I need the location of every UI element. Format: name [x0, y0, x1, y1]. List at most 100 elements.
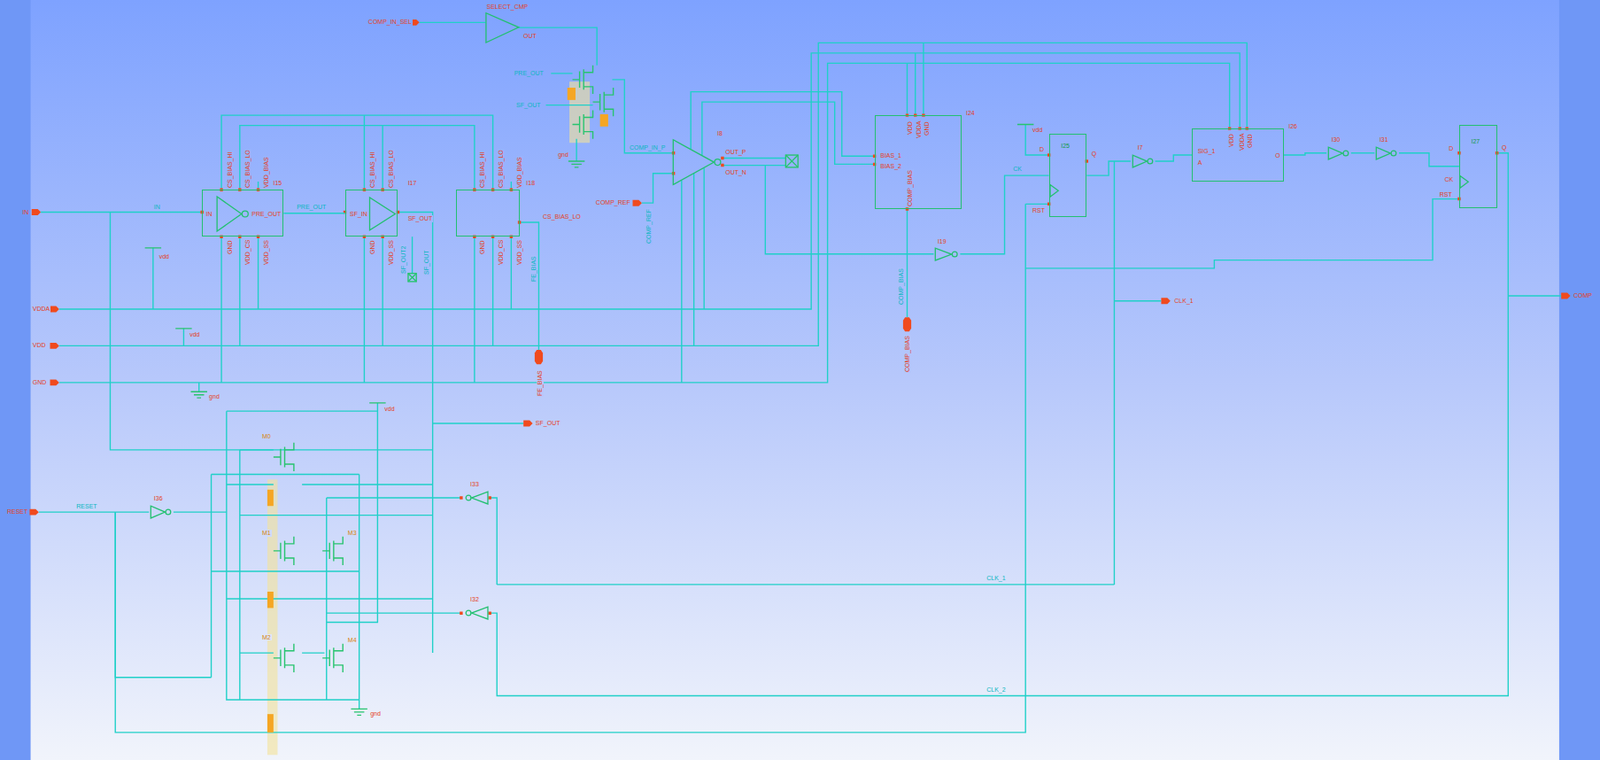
net-label: CLK_1	[985, 574, 1006, 582]
device-symbol	[145, 65, 1035, 716]
device-label: M2	[261, 633, 272, 642]
inversion-bubble	[1147, 158, 1153, 164]
port-symbol	[1561, 293, 1570, 300]
component-box: I15INPRE_OUTCS_BIAS_HICS_BIAS_LOVDD_BIAS…	[201, 189, 284, 237]
net-label: FE_BIAS	[530, 255, 538, 283]
pin-label: vdd	[383, 405, 395, 413]
inversion-bubble	[165, 509, 171, 515]
gate-outline	[486, 13, 519, 43]
net-label: SF_OUT	[515, 101, 542, 109]
pin-name: CS_BIAS_HI	[369, 150, 377, 188]
gate-symbol: I33	[461, 490, 490, 505]
gate-symbol: I19	[933, 247, 960, 262]
wire	[907, 42, 924, 116]
pin-label: COMP_IN_SEL	[367, 18, 413, 26]
wire-connector	[283, 212, 345, 214]
side-bar	[0, 0, 31, 760]
pin-label: gnd	[208, 393, 221, 401]
side-bar	[1559, 0, 1600, 760]
pin-name: GND	[1246, 132, 1254, 149]
instance-name: I8	[716, 130, 724, 138]
net-label: CK	[1012, 165, 1023, 173]
wire-connector	[1155, 154, 1192, 162]
pin-name: O	[1274, 152, 1281, 160]
pin-name: SF_IN	[348, 210, 369, 218]
pin-name: GND	[923, 120, 931, 137]
port-symbol	[49, 306, 59, 313]
wire	[38, 511, 227, 678]
inversion-bubble	[465, 610, 472, 616]
pin-name: A	[1197, 159, 1204, 167]
component-box: I24BIAS_1BIAS_2VDDVDDAGNDCOMP_BIAS	[874, 115, 962, 209]
port-symbol	[633, 200, 642, 207]
port-symbol	[903, 316, 912, 332]
component-box: I26SIG_1AVDDVDDAGNDO	[1191, 128, 1284, 182]
port-symbol	[200, 113, 1499, 614]
pin-label: IN	[21, 208, 30, 217]
net-label: COMP_REF	[645, 208, 653, 245]
pin-name: COMP_BIAS	[906, 169, 914, 208]
pin-label: VDD	[31, 341, 47, 349]
net-label: CLK_2	[985, 686, 1006, 694]
pin-name: RST	[1031, 207, 1046, 215]
device-symbol	[273, 442, 294, 472]
pin-name: VDD_BIAS	[262, 155, 271, 189]
pin-name: RST	[1438, 191, 1454, 199]
gate-symbol: I8OUT_POUT_N	[671, 134, 723, 188]
gate-outline	[935, 247, 952, 261]
wire-connector	[1351, 152, 1376, 154]
pin-name: CS_BIAS_HI	[226, 150, 234, 188]
inversion-bubble	[714, 159, 721, 166]
device-symbol	[408, 273, 417, 282]
pin-name: BIAS_2	[879, 162, 903, 171]
device-mark	[267, 713, 274, 733]
wire-connector	[1283, 153, 1327, 155]
wire	[115, 124, 1049, 733]
pin-name: OUT	[522, 32, 538, 40]
pin-name: Q	[1500, 144, 1508, 152]
device-mark	[267, 87, 609, 733]
gate-outline	[933, 247, 960, 262]
pin-name: CS_BIAS_LO	[387, 148, 395, 189]
port-symbol	[534, 349, 543, 364]
wire	[721, 158, 935, 255]
instance-name: I15	[272, 179, 284, 187]
wire	[221, 236, 258, 383]
component-box: I27DQCKRST	[1459, 124, 1498, 209]
gate-outline	[471, 491, 487, 504]
pin-label: COMP_BIAS	[904, 334, 912, 373]
gate-outline	[1326, 146, 1352, 161]
instance-name: I17	[407, 179, 418, 187]
instance-name: I30	[1330, 136, 1342, 144]
gate-outline	[1376, 146, 1392, 160]
wire	[906, 208, 908, 317]
port-symbol	[29, 509, 39, 516]
device-symbol	[785, 154, 798, 168]
gate-outline	[1130, 154, 1156, 169]
wire	[363, 236, 383, 383]
pin-name: CS_BIAS_LO	[497, 148, 505, 189]
wire	[681, 168, 704, 383]
wire	[1113, 161, 1161, 585]
wire-connector	[1086, 161, 1131, 176]
wire	[153, 247, 200, 392]
wire	[221, 115, 494, 190]
instance-name: I26	[1287, 123, 1299, 131]
wire	[1025, 199, 1460, 269]
pin-label: gnd	[556, 151, 570, 159]
device-label: M0	[261, 432, 272, 441]
component-box: I25DQRST	[1049, 133, 1088, 217]
pin-label: CLK_1	[1173, 297, 1194, 305]
gate-outline	[1374, 146, 1400, 161]
gate-symbol: I30	[1326, 146, 1352, 161]
device-label: M4	[347, 636, 358, 644]
pin-name: PRE_OUT	[250, 210, 282, 218]
gate-outline	[471, 606, 487, 619]
gate-outline	[148, 504, 174, 519]
wire	[474, 236, 511, 383]
net-label: SF_OUT2	[400, 245, 408, 276]
gate-symbol: I36	[148, 504, 174, 519]
gate-symbol: SELECT_CMPOUT	[479, 1, 527, 45]
